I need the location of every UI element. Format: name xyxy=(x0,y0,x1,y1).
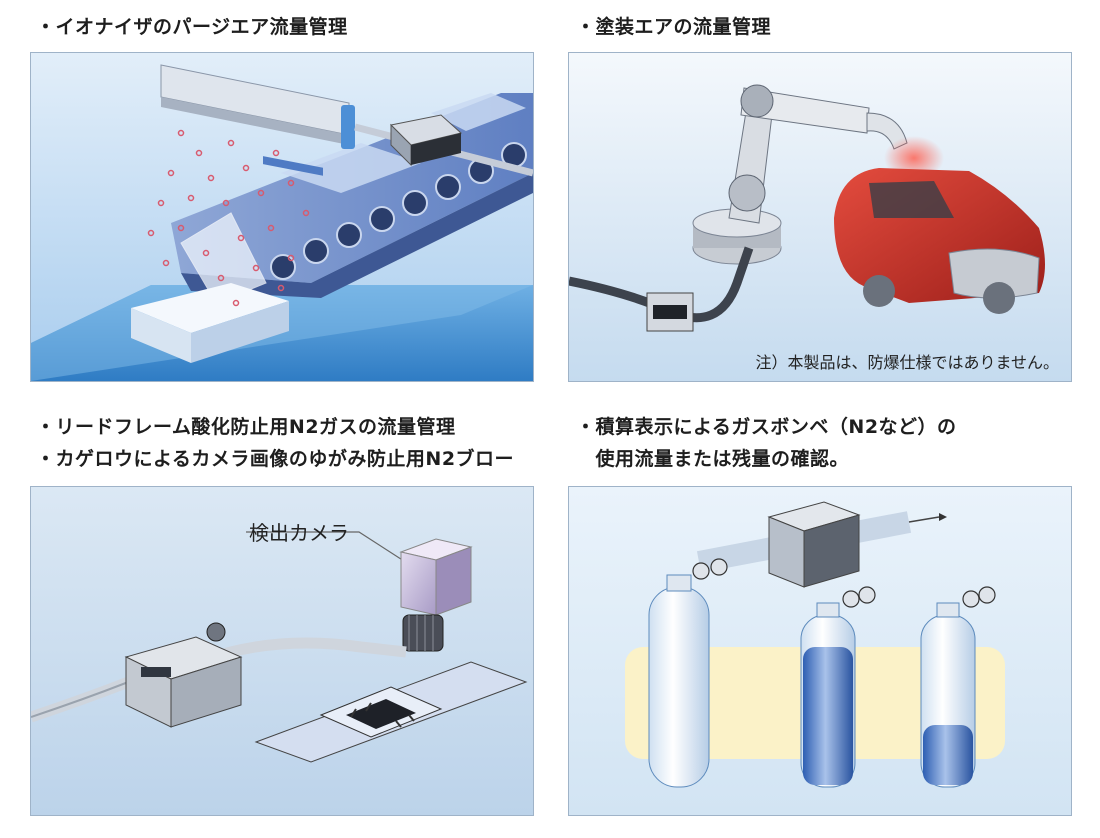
flow-arrow xyxy=(939,513,947,521)
ion-particles xyxy=(147,129,310,307)
heading-leadframe-n2: ・リードフレーム酸化防止用N2ガスの流量管理 xyxy=(36,416,456,438)
camera-scene xyxy=(31,487,533,815)
gas-cylinder-1 xyxy=(648,586,710,788)
camera-callout-line xyxy=(246,531,422,573)
paint-robot-scene xyxy=(569,53,1071,381)
panel-gas-cylinder-illustration xyxy=(568,486,1072,816)
panel-ionizer-illustration xyxy=(30,52,534,382)
heading-paint-air: ・塗装エアの流量管理 xyxy=(576,16,772,38)
conveyor-rollers xyxy=(270,142,527,280)
heading-camera-n2-blow: ・カゲロウによるカメラ画像のゆがみ防止用N2ブロー xyxy=(36,448,515,470)
workpiece-block xyxy=(131,283,289,333)
gas-cylinder-scene xyxy=(569,487,1071,815)
panel-leadframe-illustration: 検出カメラ xyxy=(30,486,534,816)
ionizer-scene xyxy=(31,53,533,381)
disclaimer-note: 注）本製品は、防爆仕様ではありません。 xyxy=(755,353,1059,372)
cylinder-2-level xyxy=(803,647,853,785)
panel-paint-illustration: 注）本製品は、防爆仕様ではありません。 xyxy=(568,52,1072,382)
regulator-valves xyxy=(692,558,996,608)
cylinder-3-level xyxy=(923,725,973,785)
heading-ionizer-purge: ・イオナイザのパージエア流量管理 xyxy=(36,16,348,38)
heading-gas-cylinder-line2: 使用流量または残量の確認。 xyxy=(576,448,850,470)
film-sheet xyxy=(180,212,267,304)
camera-callout-label: 検出カメラ xyxy=(249,521,349,545)
heading-gas-cylinder: ・積算表示によるガスボンベ（N2など）の xyxy=(576,416,957,438)
